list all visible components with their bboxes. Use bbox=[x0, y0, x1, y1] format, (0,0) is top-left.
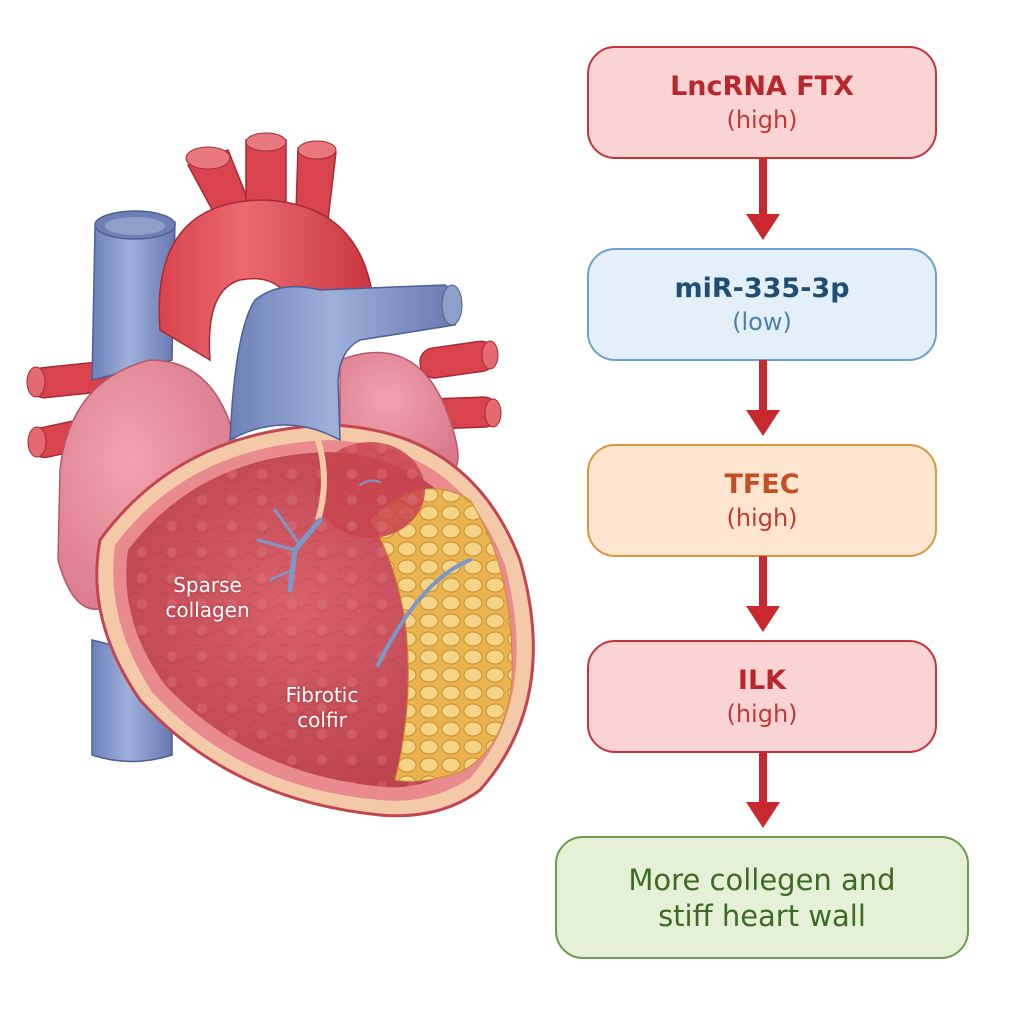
node-level: (high) bbox=[726, 699, 798, 728]
label-fibrotic-line2: colfir bbox=[297, 708, 347, 732]
node-level: (high) bbox=[726, 503, 798, 532]
node-tfec: TFEC (high) bbox=[587, 444, 937, 557]
outcome-line2: stiff heart wall bbox=[658, 898, 866, 933]
heart-illustration bbox=[26, 132, 535, 818]
node-level: (low) bbox=[732, 307, 792, 336]
superior-vena-cava bbox=[91, 210, 176, 381]
node-title: TFEC bbox=[724, 468, 800, 500]
node-title: miR-335-3p bbox=[674, 272, 850, 304]
arrow-down-icon bbox=[746, 360, 780, 436]
node-level: (high) bbox=[726, 105, 798, 134]
node-ilk: ILK (high) bbox=[587, 640, 937, 753]
label-fibrotic-line1: Fibrotic bbox=[285, 683, 359, 707]
arrow-down-icon bbox=[746, 556, 780, 632]
outcome-line1: More collegen and bbox=[628, 862, 896, 897]
ventricles bbox=[95, 423, 535, 818]
node-outcome: More collegen and stiff heart wall bbox=[555, 836, 969, 959]
pulmonary-veins-right bbox=[419, 340, 502, 430]
node-mir-335-3p: miR-335-3p (low) bbox=[587, 248, 937, 361]
label-sparse-collagen: Sparse collagen bbox=[150, 573, 265, 623]
label-sparse-line1: Sparse bbox=[173, 573, 242, 597]
node-lncrna-ftx: LncRNA FTX (high) bbox=[587, 46, 937, 159]
arrow-down-icon bbox=[746, 752, 780, 828]
pulmonary-artery bbox=[229, 284, 463, 442]
coronary-vessels bbox=[256, 479, 472, 667]
node-title: LncRNA FTX bbox=[670, 70, 854, 102]
label-fibrotic: Fibrotic colfir bbox=[272, 683, 372, 733]
label-sparse-line2: collagen bbox=[165, 598, 250, 622]
node-title: ILK bbox=[737, 664, 787, 696]
arrow-down-icon bbox=[746, 158, 780, 240]
